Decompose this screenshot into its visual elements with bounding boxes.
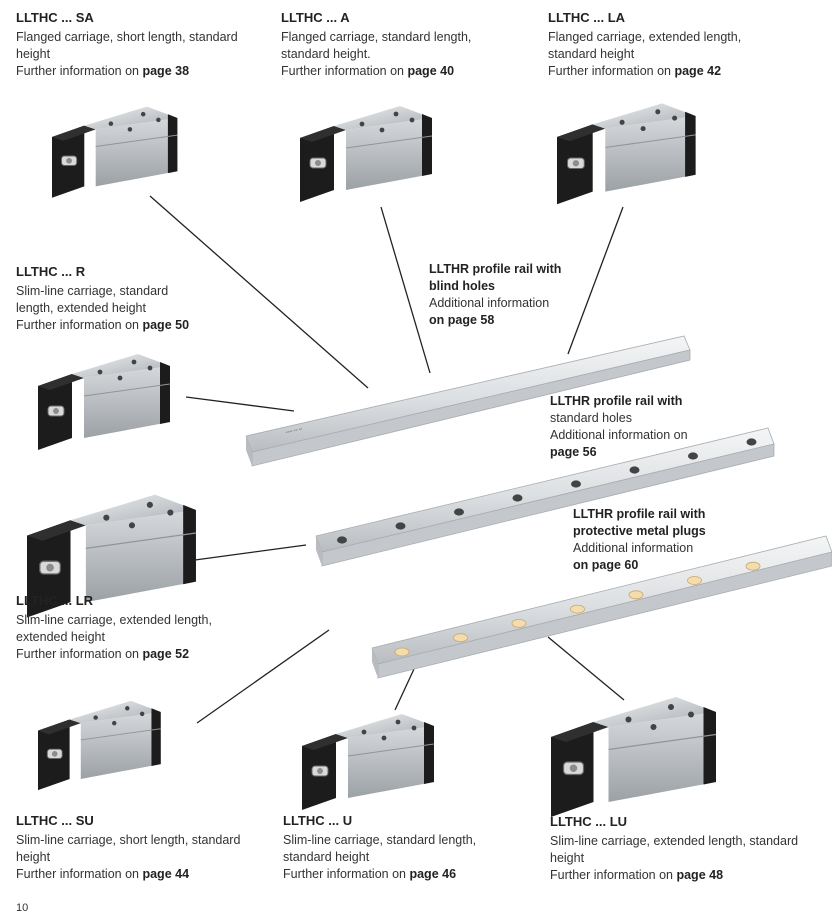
carriage-la-info: LLTHC ... LA Flanged carriage, extended … — [548, 9, 778, 80]
carriage-lr-link[interactable]: Further information on page 52 — [16, 647, 190, 661]
carriage-a-info: LLTHC ... A Flanged carriage, standard l… — [281, 9, 511, 80]
leader-line-r — [185, 396, 295, 412]
leader-line-sa — [149, 195, 369, 389]
rail-metal-plugs — [371, 535, 832, 679]
rail-standard-title: R profile rail with — [581, 394, 683, 408]
rail-blind-subtitle: blind holes — [429, 279, 495, 293]
rail-hole — [688, 452, 698, 460]
carriage-su-link[interactable]: Further information on page 44 — [16, 867, 190, 881]
carriage-lu-link[interactable]: Further information on page 48 — [550, 868, 724, 882]
rail-standard-subtitle: standard holes — [550, 411, 633, 425]
rail-plugs-title-bold: LLTH — [573, 507, 605, 521]
rail-standard-info: LLTHR profile rail with standard holes A… — [550, 393, 730, 461]
carriage-la-link[interactable]: Further information on page 42 — [548, 64, 722, 78]
rail-hole — [395, 522, 406, 530]
carriage-la-image — [556, 102, 697, 205]
carriage-r-link[interactable]: Further information on page 50 — [16, 318, 190, 332]
rail-plug — [394, 647, 410, 657]
carriage-u-info: LLTHC ... U Slim-line carriage, standard… — [283, 812, 513, 883]
rail-standard-holes — [315, 427, 775, 567]
rail-standard-more: Additional information on — [550, 428, 688, 442]
rail-blind-holes: ▪▪▪▪ ▪▪ ▪▪ — [245, 335, 691, 467]
carriage-sa-link[interactable]: Further information on page 38 — [16, 64, 190, 78]
rail-blind-info: LLTHR profile rail with blind holes Addi… — [429, 261, 599, 329]
rail-plugs-link[interactable]: on page 60 — [573, 558, 639, 572]
rail-plugs-more: Additional information — [573, 541, 694, 555]
rail-hole — [746, 438, 757, 446]
leader-line-su — [196, 629, 330, 724]
carriage-sa-info: LLTHC ... SA Flanged carriage, short len… — [16, 9, 266, 80]
carriage-a-description: Flanged carriage, standard length, stand… — [281, 30, 472, 61]
carriage-su-description: Slim-line carriage, short length, standa… — [16, 833, 241, 864]
carriage-a-image — [299, 105, 433, 203]
rail-plug — [570, 604, 585, 614]
rail-blind-title-bold: LLTH — [429, 262, 461, 276]
rail-plugs-title: R profile rail with — [604, 507, 706, 521]
rail-plug — [628, 590, 644, 600]
rail-engraving: ▪▪▪▪ ▪▪ ▪▪ — [285, 426, 303, 436]
rail-blind-title: R profile rail with — [460, 262, 562, 276]
carriage-lu-info: LLTHC ... LU Slim-line carriage, extende… — [550, 813, 800, 884]
leader-line-lr — [194, 544, 307, 561]
carriage-a-title: LLTHC ... A — [281, 10, 350, 25]
carriage-lu-image — [550, 696, 717, 818]
rail-hole — [512, 494, 523, 502]
rail-hole — [629, 466, 640, 474]
rail-plug — [687, 576, 702, 585]
leader-line-u — [394, 668, 415, 711]
carriage-sa-image — [51, 106, 178, 199]
carriage-sa-description: Flanged carriage, short length, standard… — [16, 30, 238, 61]
rail-blind-link[interactable]: on page 58 — [429, 313, 495, 327]
carriage-u-description: Slim-line carriage, standard length, sta… — [283, 833, 477, 864]
rail-hole — [454, 508, 464, 516]
carriage-a-link[interactable]: Further information on page 40 — [281, 64, 455, 78]
carriage-sa-title: LLTHC ... SA — [16, 10, 94, 25]
rail-blind-more: Additional information — [429, 296, 550, 310]
carriage-r-info: LLTHC ... R Slim-line carriage, standard… — [16, 263, 206, 334]
carriage-lu-title: LLTHC ... LU — [550, 814, 628, 829]
carriage-su-title: LLTHC ... SU — [16, 813, 94, 828]
carriage-u-title: LLTHC ... U — [283, 813, 353, 828]
page-number: 10 — [16, 902, 29, 914]
carriage-r-title: LLTHC ... R — [16, 264, 86, 279]
carriage-lr-info: LLTHC ... LR Slim-line carriage, extende… — [16, 592, 246, 663]
carriage-r-description: Slim-line carriage, standard length, ext… — [16, 284, 169, 315]
carriage-su-info: LLTHC ... SU Slim-line carriage, short l… — [16, 812, 271, 883]
rail-plug — [511, 619, 527, 628]
rail-plugs-subtitle: protective metal plugs — [573, 524, 706, 538]
carriage-su-image — [37, 700, 162, 791]
carriage-la-title: LLTHC ... LA — [548, 10, 626, 25]
rail-plug — [453, 633, 468, 643]
carriage-u-link[interactable]: Further information on page 46 — [283, 867, 457, 881]
leader-line-a — [380, 206, 431, 374]
leader-line-lu — [547, 636, 625, 701]
carriage-lr-description: Slim-line carriage, extended length, ext… — [16, 613, 212, 644]
carriage-la-description: Flanged carriage, extended length, stand… — [548, 30, 742, 61]
carriage-lu-description: Slim-line carriage, extended length, sta… — [550, 834, 799, 865]
rail-standard-title-bold: LLTH — [550, 394, 582, 408]
rail-hole — [337, 536, 347, 544]
leader-line-la — [567, 206, 624, 355]
rail-plug — [745, 561, 761, 571]
carriage-r-image — [37, 353, 171, 451]
rail-plugs-info: LLTHR profile rail with protective metal… — [573, 506, 753, 574]
carriage-lr-title: LLTHC ... LR — [16, 593, 94, 608]
rail-hole — [571, 480, 581, 488]
carriage-u-image — [301, 713, 435, 811]
rail-standard-link[interactable]: page 56 — [550, 445, 597, 459]
